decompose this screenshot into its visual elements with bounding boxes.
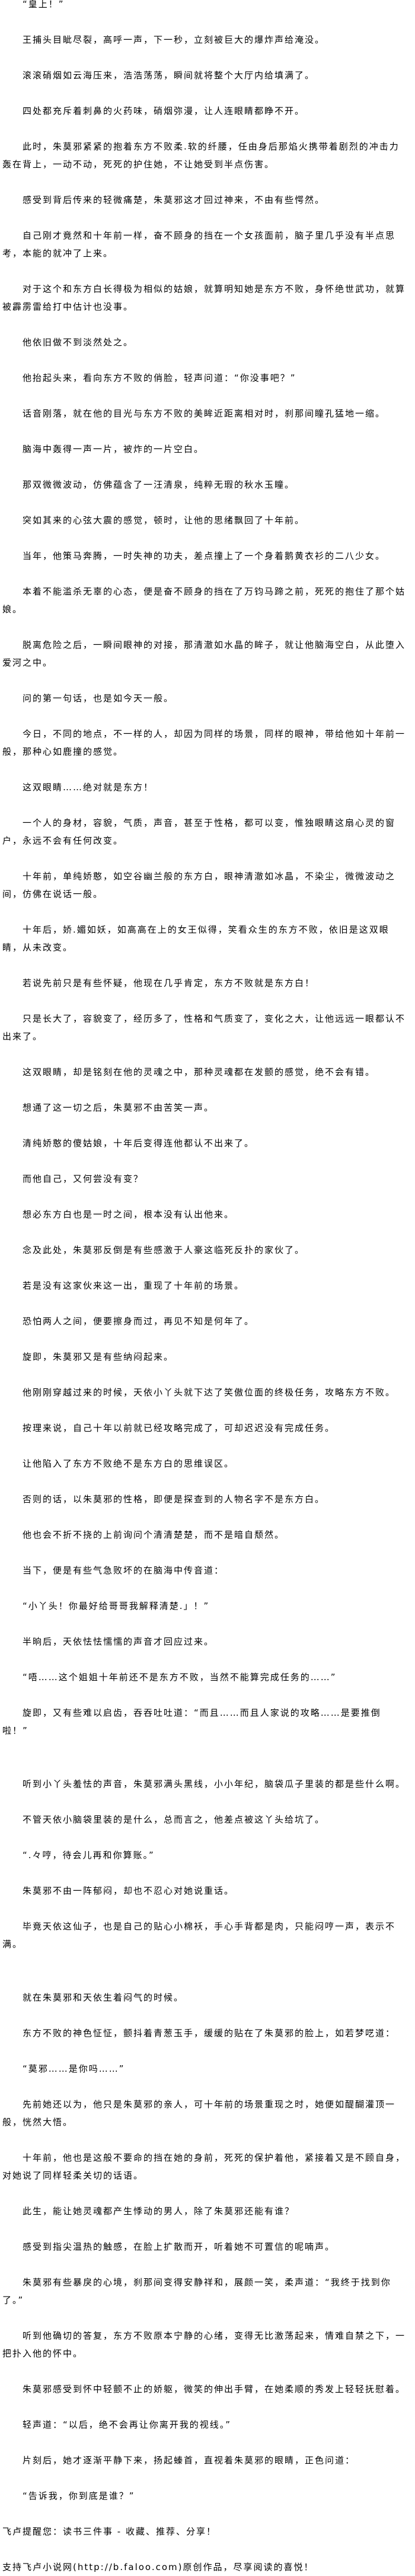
paragraph: 否则的话，以朱莫邪的性格，即便是探查到的人物名字不是东方白。 [23, 1494, 325, 1505]
paragraph: 脑海中轰得一声一片，被炸的一片空白。 [23, 444, 205, 454]
paragraph: 先前她还以为，他只是朱莫邪的亲人，可十年前的场景重现之时，她便如醍醐灌顶一般，恍… [2, 2099, 396, 2127]
paragraph: 滚滚硝烟如云海压来，浩浩荡荡，瞬间就将整个大厅内给填满了。 [23, 70, 315, 81]
paragraph: 当年，他策马奔腾，一时失神的功夫，差点撞上了一个身着鹅黄衣衫的二八少女。 [23, 551, 386, 561]
paragraph: 半晌后，天依怯怯懦懦的声音才回应过来。 [23, 1636, 215, 1647]
paragraph: “.々哼，待会儿再和你算账。” [23, 1850, 155, 1861]
paragraph: 当下，便是有些气急败坏的在脑海中传音道： [23, 1565, 225, 1576]
paragraph: 此时，朱莫邪紧紧的抱着东方不败柔.软的纤腰，任由身后那焰火携带着剧烈的冲击力轰在… [2, 141, 400, 170]
paragraph: 一个人的身材，容貌，气质，声音，甚至于性格，都可以变，惟独眼睛这扇心灵的窗户，永… [2, 818, 396, 846]
paragraph: 他也会不折不挠的上前询问个清清楚楚，而不是暗自颓然。 [23, 1529, 285, 1540]
paragraph: “莫邪……是你吗……” [23, 2063, 125, 2074]
paragraph: 旋即，又有些难以启齿，吞吞吐吐道：“而且……而且人家说的攻略……是要推倒啦！” [2, 1707, 381, 1736]
chapter-text: “皇上！” 王捕头目眦尽裂，高呼一声，下一秒，立刻被巨大的爆炸声给淹没。滚滚硝烟如… [2, 0, 406, 2572]
paragraph: 十年后，娇.媚如妖，如高高在上的女王似得，笑看众生的东方不败，依旧是这双眼睛，从… [2, 924, 390, 953]
paragraph: 对于这个和东方白长得极为相似的姑娘，就算明知她是东方不败，身怀绝世武功，就算被霹… [2, 284, 406, 312]
paragraph: 感受到背后传来的轻微痛楚，朱莫邪这才回过神来，不由有些愕然。 [23, 195, 325, 205]
paragraph: 旋即，朱莫邪又是有些纳闷起来。 [23, 1351, 174, 1362]
paragraph: 这双眼睛……绝对就是东方！ [23, 782, 154, 793]
paragraph: 清纯娇憨的傻姑娘，十年后变得连他都认不出来了。 [23, 1138, 255, 1149]
paragraph: 轻声道：“以后，绝不会再让你离开我的视线。” [23, 2419, 232, 2430]
paragraph: “唔……这个姐姐十年前还不是东方不败，当然不能算完成任务的……” [23, 1672, 337, 1683]
footer-reminder: 飞卢提醒您：读书三件事 - 收藏、推荐、分享！ [2, 2526, 216, 2537]
paragraph: “皇上！” [23, 0, 65, 9]
paragraph: 这双眼睛，却是铭刻在他的灵魂之中，那种灵魂都在发颤的感觉，绝不会有错。 [23, 1067, 376, 1077]
paragraph: 让他陷入了东方不败绝不是东方白的思维误区。 [23, 1458, 235, 1469]
footer-support: 支持飞卢小说网(http://b.faloo.com)原创作品，尽享阅读的喜悦！ [2, 2562, 314, 2572]
paragraph-list: “皇上！” 王捕头目眦尽裂，高呼一声，下一秒，立刻被巨大的爆炸声给淹没。滚滚硝烟如… [2, 0, 406, 2505]
paragraph: 感受到指尖温热的触感，在脸上扩散而开，听着她不可置信的呢喃声。 [23, 2241, 336, 2252]
paragraph: 十年前，他也是这般不要命的挡在她的身前，死死的保护着他，紧接着又是不顾自身，对她… [2, 2152, 406, 2181]
paragraph: 本着不能滥杀无辜的心态，便是奋不顾身的挡在了万钧马蹄之前，死死的抱住了那个姑娘。 [2, 586, 406, 615]
paragraph: 就在朱莫邪和天依生着闷气的时候。 [23, 1992, 184, 2003]
paragraph: 不管天依小脑袋里装的是什么，总而言之，他差点被这丫头给坑了。 [23, 1814, 325, 1825]
paragraph: 四处都充斥着刺鼻的火药味，硝烟弥漫，让人连眼睛都睁不开。 [23, 106, 305, 116]
paragraph: 朱莫邪感受到怀中轻颤不止的娇躯，微笑的伸出手臂，在她柔顺的秀发上轻轻抚慰着。 [23, 2384, 406, 2394]
paragraph: 朱莫邪有些暴戾的心境，刹那间变得安静祥和，展颜一笑，柔声道：“我终于找到你了。” [2, 2277, 391, 2305]
paragraph: 此生，能让她灵魂都产生悸动的男人，除了朱莫邪还能有谁？ [23, 2206, 295, 2216]
paragraph: 恐怕两人之间，便要擦身而过，再见不知是何年了。 [23, 1316, 255, 1327]
paragraph: 片刻后，她才逐渐平静下来，扬起螓首，直视着朱莫邪的眼睛，正色问道： [23, 2455, 356, 2466]
paragraph: “小丫头！你最好给哥哥我解释清楚.」！” [23, 1601, 210, 1611]
paragraph: 想通了这一切之后，朱莫邪不由苦笑一声。 [23, 1102, 215, 1113]
paragraph: 东方不败的神色怔怔，颤抖着青葱玉手，缓缓的贴在了朱莫邪的脸上，如若梦呓道： [23, 2028, 396, 2038]
paragraph: 十年前，单纯娇憨，如空谷幽兰般的东方白，眼神清澈如冰晶，不染尘，微微波动之间，仿… [2, 871, 396, 899]
paragraph: 若说先前只是有些怀疑，他现在几乎肯定，东方不败就是东方白！ [23, 978, 315, 988]
paragraph: 只是长大了，容貌变了，经历多了，性格和气质变了，变化之大，让他远远一眼都认不出来… [2, 1013, 406, 1042]
paragraph: 若是没有这家伙来这一出，重现了十年前的场景。 [23, 1280, 245, 1291]
paragraph: 想必东方白也是一时之间，根本没有认出他来。 [23, 1209, 235, 1220]
paragraph: 他依旧做不到淡然处之。 [23, 337, 134, 348]
paragraph: 毕竟天依这仙子，也是自己的贴心小棉袄，手心手背都是肉，只能闷哼一声，表示不满。 [2, 1921, 396, 1950]
paragraph: 话音刚落，就在他的目光与东方不败的美眸近距离相对时，刹那间瞳孔猛地一缩。 [23, 408, 386, 419]
paragraph: 他刚刚穿越过来的时候，天依小丫头就下达了笑傲位面的终极任务，攻略东方不败。 [23, 1387, 396, 1398]
paragraph: 自己刚才竟然和十年前一样，奋不顾身的挡在一个女孩面前，脑子里几乎没有半点思考，本… [2, 230, 396, 259]
paragraph: 而他自己，又何尝没有变？ [23, 1173, 144, 1184]
paragraph: 问的第一句话，也是如今天一般。 [23, 693, 174, 704]
paragraph: 那双微微波动，仿佛蕴含了一汪清泉，纯粹无瑕的秋水玉瞳。 [23, 479, 295, 490]
paragraph: 听到他确切的答复，东方不败原本宁静的心绪，变得无比激荡起来，情难自禁之下，一把扑… [2, 2330, 406, 2359]
paragraph: 脱离危险之后，一瞬间眼神的对接，那清澈如水晶的眸子，就让他脑海空白，从此堕入爱河… [2, 640, 406, 668]
paragraph: 突如其来的心弦大震的感觉，顿时，让他的思绪飘回了十年前。 [23, 515, 305, 526]
paragraph: 听到小丫头羞怯的声音，朱莫邪满头黑线，小小年纪，脑袋瓜子里装的都是些什么啊。 [23, 1779, 406, 1789]
paragraph: 按理来说，自己十年以前就已经攻略完成了，可却迟迟没有完成任务。 [23, 1423, 336, 1433]
paragraph: 他抬起头来，看向东方不败的俏脸，轻声问道：“你没事吧？” [23, 373, 296, 383]
paragraph: 念及此处，朱莫邪反倒是有些感激于人豪这临死反扑的家伙了。 [23, 1245, 305, 1255]
paragraph: “告诉我，你到底是谁？” [23, 2491, 135, 2501]
paragraph: 今日，不同的地点，不一样的人，却因为同样的场景，同样的眼神，带给他如十年前一般，… [2, 729, 406, 757]
paragraph: 朱莫邪不由一阵郁闷，却也不忍心对她说重话。 [23, 1885, 235, 1896]
paragraph: 王捕头目眦尽裂，高呼一声，下一秒，立刻被巨大的爆炸声给淹没。 [23, 34, 325, 45]
